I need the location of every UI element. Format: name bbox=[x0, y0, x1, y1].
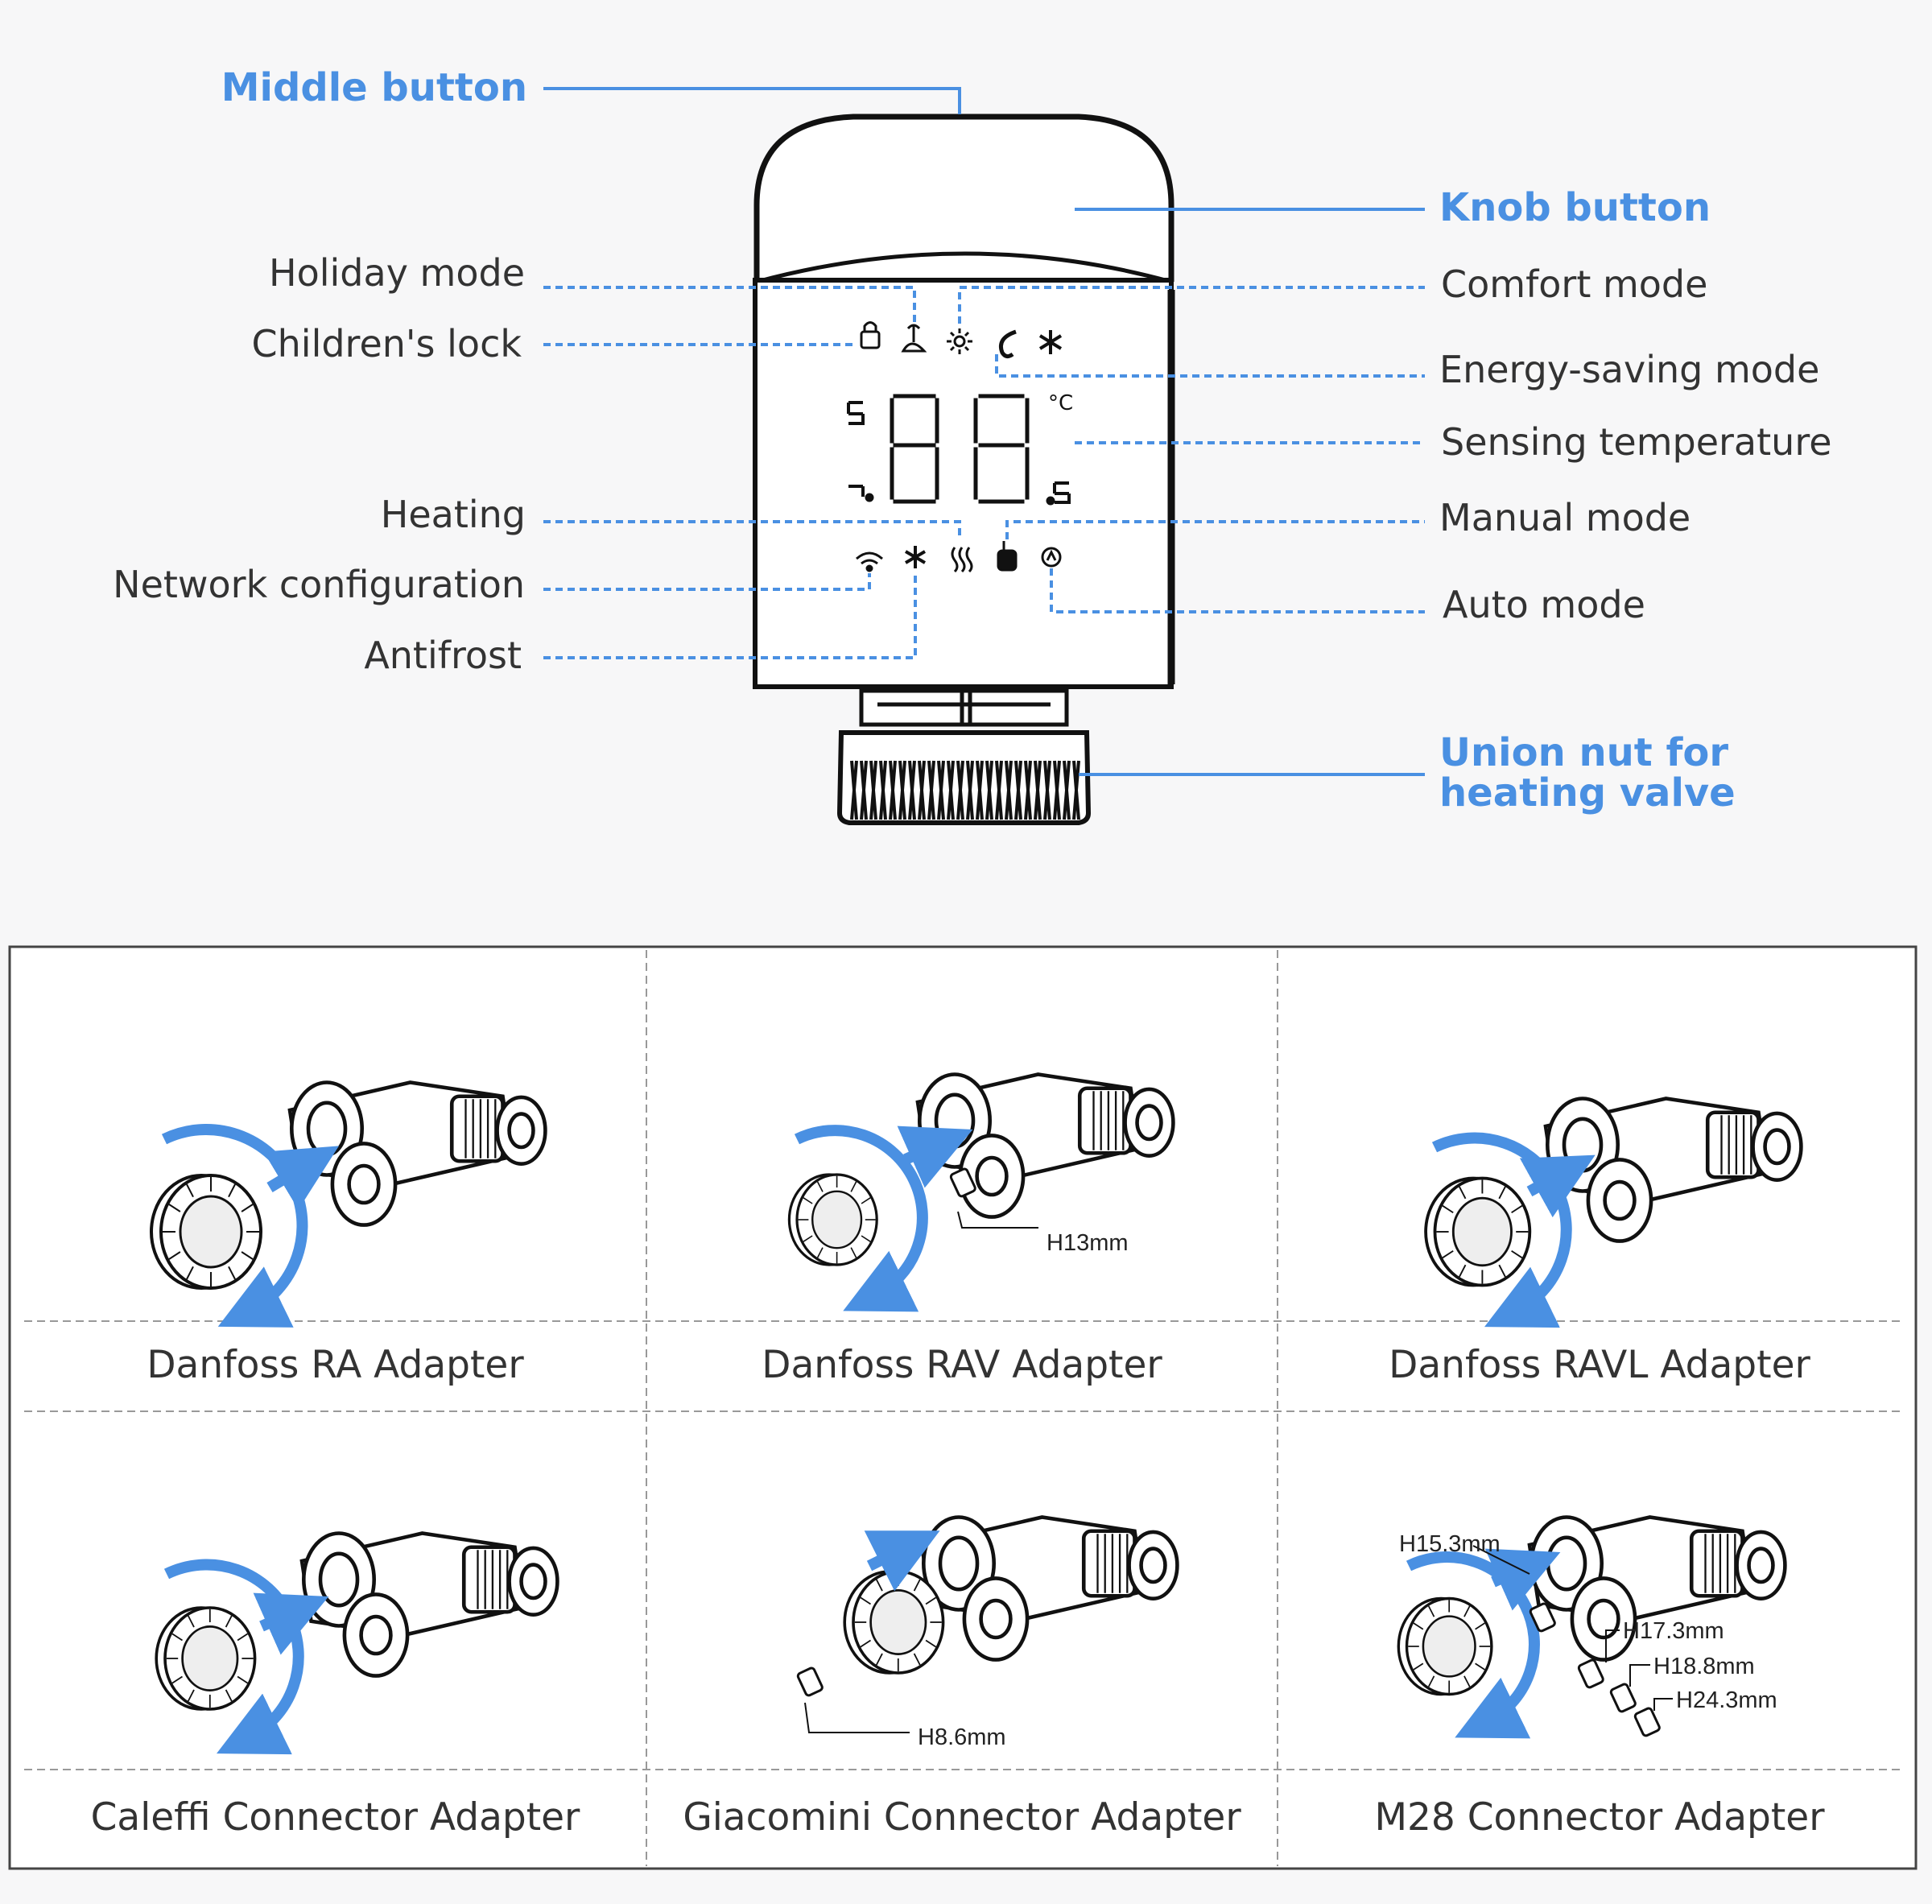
adapter-caption: Danfoss RA Adapter bbox=[147, 1343, 524, 1387]
adapter-illustrations bbox=[150, 1072, 1803, 1755]
insert-arrow-icon bbox=[263, 1146, 340, 1210]
measurement-leader bbox=[1472, 1545, 1530, 1575]
measurement-label: H13mm bbox=[1046, 1230, 1129, 1256]
manual-mode-hand-icon bbox=[997, 541, 1018, 572]
measurement-label: H15.3mm bbox=[1399, 1531, 1501, 1557]
insert-arrow-icon bbox=[864, 1530, 940, 1592]
adapter-pin-icon bbox=[1633, 1707, 1661, 1737]
adapter-ring-icon bbox=[1397, 1596, 1493, 1696]
insert-arrow-icon bbox=[253, 1592, 329, 1655]
knob-button-label: Knob button bbox=[1439, 185, 1711, 230]
thermostat-head bbox=[753, 114, 1175, 689]
solid-callouts bbox=[543, 87, 1425, 776]
childrens-lock-icon bbox=[860, 321, 881, 349]
antifrost-icon bbox=[904, 546, 927, 568]
adapter-ring-icon bbox=[155, 1606, 257, 1711]
adapter-caption: Giacomini Connector Adapter bbox=[683, 1795, 1241, 1840]
insert-arrow-icon bbox=[897, 1125, 973, 1188]
comfort-mode-sun-icon bbox=[947, 328, 972, 354]
antifrost-label: Antifrost bbox=[364, 634, 522, 677]
valve-icon bbox=[299, 1531, 559, 1678]
celsius-unit: °C bbox=[1048, 391, 1074, 415]
measurement-label: H17.3mm bbox=[1623, 1618, 1724, 1644]
measurement-leader bbox=[804, 1702, 910, 1733]
measurement-label: H24.3mm bbox=[1676, 1687, 1777, 1713]
adapter-ring-icon bbox=[150, 1174, 262, 1290]
network-configuration-label: Network configuration bbox=[113, 563, 525, 606]
adapter-caption: Caleffi Connector Adapter bbox=[90, 1795, 580, 1840]
holiday-mode-label: Holiday mode bbox=[269, 251, 525, 295]
adapter-caption: Danfoss RAV Adapter bbox=[762, 1343, 1162, 1387]
adapter-ring-icon bbox=[787, 1173, 878, 1266]
comfort-mode-label: Comfort mode bbox=[1441, 262, 1708, 306]
measurement-leader bbox=[957, 1211, 1038, 1229]
insert-arrow-icon bbox=[1519, 1154, 1596, 1218]
network-wifi-icon bbox=[856, 551, 883, 572]
measurement-leader bbox=[1605, 1629, 1620, 1662]
union-nut bbox=[836, 730, 1092, 825]
sensing-temperature-label: Sensing temperature bbox=[1441, 420, 1832, 464]
adapter-pin-icon bbox=[1609, 1683, 1637, 1713]
adapter-pin-icon bbox=[1529, 1602, 1556, 1633]
adapter-pin-icon bbox=[796, 1667, 824, 1697]
middle-button-label: Middle button bbox=[221, 65, 527, 110]
insert-arrow-icon bbox=[1484, 1548, 1561, 1611]
holiday-mode-icon bbox=[901, 324, 927, 353]
energy-saving-moon-icon bbox=[998, 329, 1017, 359]
dashed-callouts bbox=[543, 286, 1425, 659]
thermostat-neck bbox=[859, 688, 1069, 727]
energy-saving-mode-label: Energy-saving mode bbox=[1439, 348, 1820, 391]
measurement-leader bbox=[1629, 1664, 1650, 1687]
adapter-pin-icon bbox=[949, 1167, 976, 1198]
measurement-leader bbox=[1653, 1698, 1673, 1711]
top-icon-row bbox=[860, 321, 1063, 359]
adapter-caption: M28 Connector Adapter bbox=[1374, 1795, 1825, 1840]
measurement-label: H18.8mm bbox=[1653, 1654, 1755, 1679]
childrens-lock-label: Children's lock bbox=[251, 322, 522, 366]
heating-icon bbox=[951, 547, 973, 573]
bottom-icon-row bbox=[856, 541, 1062, 573]
auto-mode-label: Auto mode bbox=[1443, 583, 1645, 626]
union-nut-label-line1: Union nut for bbox=[1439, 730, 1728, 775]
auto-mode-icon bbox=[1041, 547, 1062, 568]
valve-icon bbox=[919, 1515, 1179, 1662]
adapter-caption: Danfoss RAVL Adapter bbox=[1389, 1343, 1810, 1387]
union-nut-label: Union nut for heating valve bbox=[1439, 733, 1745, 813]
union-nut-label-line2: heating valve bbox=[1439, 770, 1736, 816]
temperature-display bbox=[847, 394, 1071, 506]
heating-label: Heating bbox=[380, 493, 526, 536]
manual-mode-label: Manual mode bbox=[1439, 496, 1691, 539]
measurement-label: H8.6mm bbox=[918, 1724, 1006, 1750]
adapter-ring-icon bbox=[843, 1570, 945, 1675]
adapter-ring-icon bbox=[1424, 1176, 1532, 1287]
snowflake-icon bbox=[1038, 330, 1063, 354]
adapter-pin-icon bbox=[1577, 1658, 1604, 1689]
